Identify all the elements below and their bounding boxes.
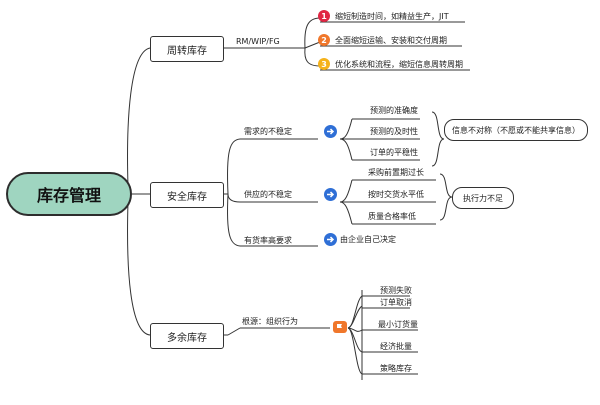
demand-item-1[interactable]: 预测的准确度: [370, 106, 418, 115]
turnover-label: RM/WIP/FG: [236, 37, 280, 46]
branch-safety-inventory[interactable]: 安全库存: [150, 182, 224, 208]
root-node[interactable]: 库存管理: [6, 172, 132, 216]
supply-item-3[interactable]: 质量合格率低: [368, 212, 416, 221]
demand-item-2[interactable]: 预测的及时性: [370, 127, 418, 136]
demand-note[interactable]: 信息不对称（不愿或不能共享信息）: [444, 119, 588, 141]
excess-item-5[interactable]: 策略库存: [380, 364, 412, 373]
excess-root-cause-label[interactable]: 根源：组织行为: [242, 317, 298, 326]
branch-excess-inventory[interactable]: 多余库存: [150, 323, 224, 349]
turnover-item-3[interactable]: 优化系统和流程，缩短信息周转周期: [335, 60, 463, 69]
number-1-icon: 1: [318, 10, 330, 22]
demand-item-3[interactable]: 订单的平稳性: [370, 148, 418, 157]
excess-item-3[interactable]: 最小订货量: [378, 320, 418, 329]
arrow-right-icon: [324, 125, 337, 138]
service-level-note[interactable]: 由企业自己决定: [340, 235, 396, 244]
branch-turnover-inventory[interactable]: 周转库存: [150, 36, 224, 62]
excess-item-1[interactable]: 预测失败: [380, 286, 412, 295]
arrow-right-icon: [324, 233, 337, 246]
excess-item-4[interactable]: 经济批量: [380, 342, 412, 351]
service-level-label[interactable]: 有货率高要求: [244, 236, 292, 245]
supply-item-2[interactable]: 按时交货水平低: [368, 190, 424, 199]
number-3-icon: 3: [318, 58, 330, 70]
turnover-item-1[interactable]: 缩短制造时间，如精益生产，JIT: [335, 12, 449, 21]
supply-instability-label[interactable]: 供应的不稳定: [244, 190, 292, 199]
turnover-item-2[interactable]: 全面缩短运输、安装和交付周期: [335, 36, 447, 45]
flag-icon: [333, 321, 347, 333]
excess-item-2[interactable]: 订单取消: [380, 298, 412, 307]
arrow-right-icon: [324, 188, 337, 201]
demand-instability-label[interactable]: 需求的不稳定: [244, 127, 292, 136]
supply-item-1[interactable]: 采购前置期过长: [368, 168, 424, 177]
number-2-icon: 2: [318, 34, 330, 46]
supply-note[interactable]: 执行力不足: [452, 187, 514, 209]
